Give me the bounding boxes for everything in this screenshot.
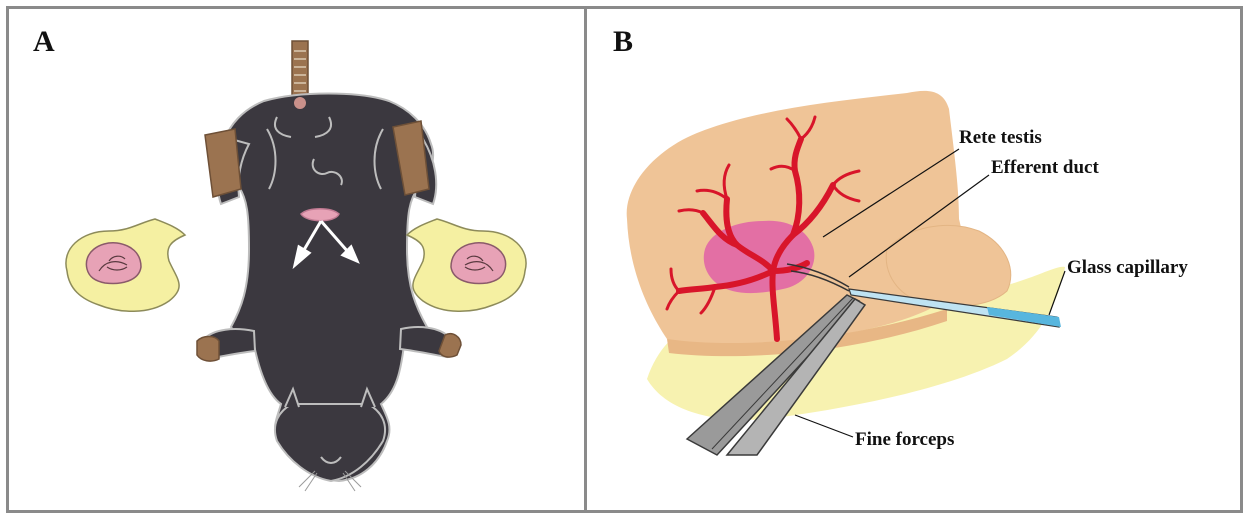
testis-right xyxy=(407,219,526,311)
panel-b: B xyxy=(587,9,1240,510)
glass-capillary-label: Glass capillary xyxy=(1067,257,1188,278)
mouse-tail xyxy=(292,41,308,101)
efferent-duct-label: Efferent duct xyxy=(991,157,1099,178)
mouse-dissection-illustration xyxy=(9,9,584,516)
fine-forceps-label: Fine forceps xyxy=(855,429,954,450)
figure-frame: A xyxy=(6,6,1243,513)
panel-a: A xyxy=(9,9,584,510)
microinjection-illustration: Rete testis Efferent duct Glass capillar… xyxy=(587,9,1240,516)
fine-forceps-leader xyxy=(795,415,853,437)
incision-site xyxy=(301,209,339,221)
rete-testis-label: Rete testis xyxy=(959,127,1042,148)
epididymis xyxy=(886,225,1011,306)
genital-marking xyxy=(294,97,306,109)
testis-left xyxy=(66,219,185,311)
